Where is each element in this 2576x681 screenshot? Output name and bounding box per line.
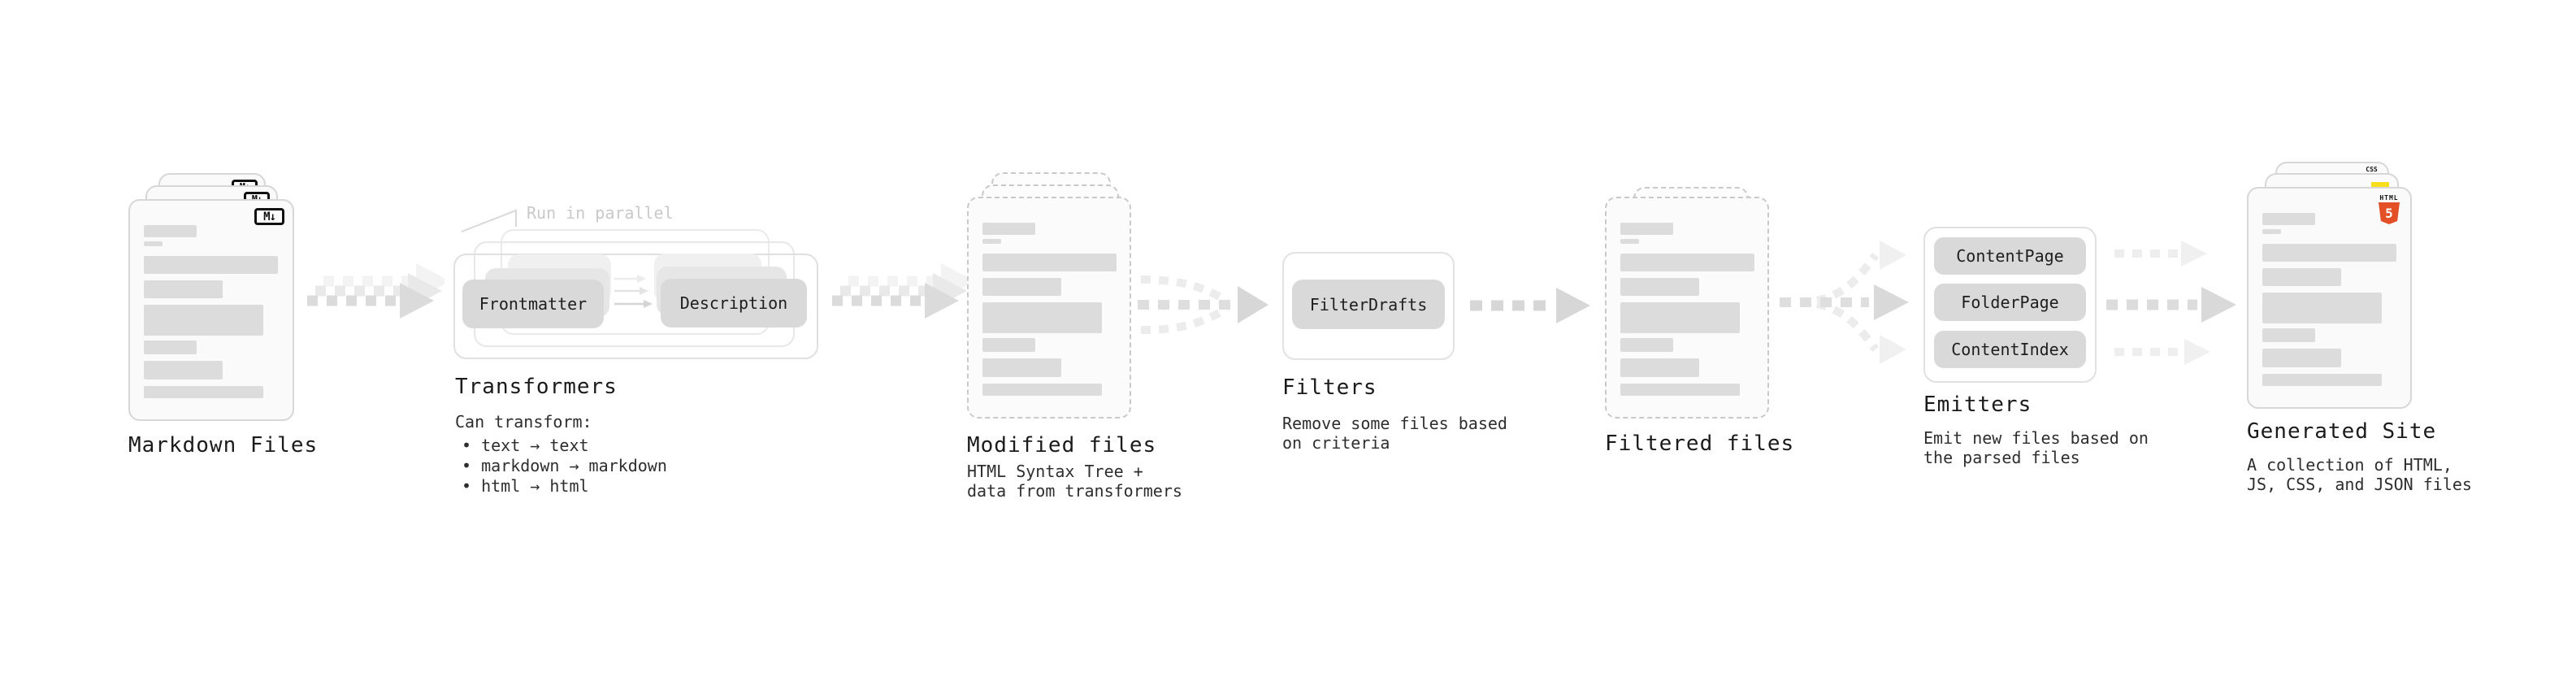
generated-file-card-html: HTML 5 (2247, 187, 2412, 409)
file-line (2262, 244, 2396, 262)
transformers-pass-outline-front (453, 254, 818, 359)
stage-label-filters: Filters (1282, 375, 1377, 400)
file-line (982, 358, 1061, 377)
file-line (1620, 223, 1673, 235)
javascript-icon (2371, 182, 2389, 191)
emitters-group: ContentPage FolderPage ContentIndex (1923, 227, 2097, 383)
file-line (144, 256, 278, 274)
file-line (982, 302, 1102, 333)
transformers-bullet-markdown: • markdown → markdown (462, 456, 667, 475)
file-line (144, 241, 163, 246)
file-line (1620, 302, 1740, 333)
file-line (2262, 293, 2382, 323)
arrow-emitters-to-generated (2106, 241, 2236, 365)
arrow-markdown-to-transformers (307, 263, 445, 319)
file-line (2262, 213, 2315, 225)
arrow-filtered-to-emitters (1780, 241, 1909, 364)
file-line (2262, 268, 2341, 286)
file-line (1620, 338, 1673, 352)
file-content-lines (982, 223, 1117, 396)
filters-desc: Remove some files based on criteria (1282, 414, 1507, 453)
file-line (982, 338, 1035, 352)
markdown-file-card-front: M↓ (128, 199, 294, 421)
file-line (1620, 278, 1699, 296)
file-line (982, 278, 1061, 296)
file-content-lines (2262, 213, 2396, 386)
emitter-node-contentpage: ContentPage (1934, 237, 2086, 275)
transformers-bullet-html: • html → html (462, 476, 589, 496)
file-line (144, 305, 263, 336)
stage-label-transformers: Transformers (455, 375, 618, 399)
run-in-parallel-note: Run in parallel (527, 203, 674, 223)
stage-label-markdown-files: Markdown Files (128, 433, 319, 458)
file-line (982, 254, 1117, 271)
emitter-node-folderpage: FolderPage (1934, 284, 2086, 321)
file-line (2262, 229, 2281, 234)
transformers-bullet-text: • text → text (462, 436, 589, 455)
file-line (1620, 254, 1754, 271)
filter-node-filterdrafts: FilterDrafts (1292, 280, 1445, 329)
transformers-desc-title: Can transform: (455, 412, 592, 432)
file-line (982, 384, 1102, 396)
file-line (2262, 328, 2315, 342)
html5-icon: HTML 5 (2379, 194, 2400, 224)
css-icon-label: CSS (2366, 166, 2378, 173)
filters-outline (1282, 252, 1455, 360)
file-line (144, 225, 197, 237)
generated-site-desc: A collection of HTML, JS, CSS, and JSON … (2247, 455, 2472, 494)
filtered-file-card-front (1605, 197, 1769, 419)
run-in-parallel-leader-line (461, 209, 517, 232)
stage-label-generated-site: Generated Site (2247, 419, 2437, 444)
modified-files-stack (967, 172, 1131, 420)
emitters-desc: Emit new files based on the parsed files (1923, 428, 2149, 467)
modified-file-card-front (967, 197, 1131, 419)
markdown-icon: M↓ (254, 208, 284, 225)
file-line (982, 223, 1035, 235)
html5-icon-word: HTML (2379, 194, 2399, 202)
html5-icon-shield: 5 (2379, 202, 2400, 224)
file-line (982, 239, 1001, 244)
parallel-run-arrows (614, 275, 653, 308)
file-line (144, 386, 263, 398)
stage-label-emitters: Emitters (1923, 393, 2032, 417)
file-line (144, 340, 197, 354)
transformers-group: Frontmatter Description (453, 229, 818, 359)
arrow-filters-to-filtered (1470, 288, 1590, 323)
emitter-node-contentindex: ContentIndex (1934, 331, 2086, 368)
filters-group: FilterDrafts (1282, 252, 1455, 360)
stage-label-filtered-files: Filtered files (1605, 432, 1795, 456)
file-content-lines (144, 225, 278, 398)
modified-files-desc: HTML Syntax Tree + data from transformer… (967, 462, 1182, 501)
generated-site-stack: CSS HTML 5 (2247, 162, 2412, 410)
arrow-transformers-to-modified (832, 263, 969, 319)
emitters-outline (1923, 227, 2097, 383)
file-line (144, 361, 223, 380)
file-line (144, 280, 223, 298)
file-line (1620, 358, 1699, 377)
file-line (1620, 239, 1639, 244)
markdown-files-stack: M↓ M↓ M↓ (128, 173, 294, 421)
file-line (1620, 384, 1740, 396)
file-line (2262, 374, 2382, 386)
file-content-lines (1620, 223, 1754, 396)
arrow-modified-to-filters (1138, 275, 1268, 334)
transformer-node-frontmatter: Frontmatter (462, 280, 604, 328)
filtered-files-stack (1605, 187, 1769, 420)
stage-label-modified-files: Modified files (967, 433, 1157, 458)
transformer-node-description: Description (661, 279, 807, 327)
file-line (2262, 349, 2341, 367)
